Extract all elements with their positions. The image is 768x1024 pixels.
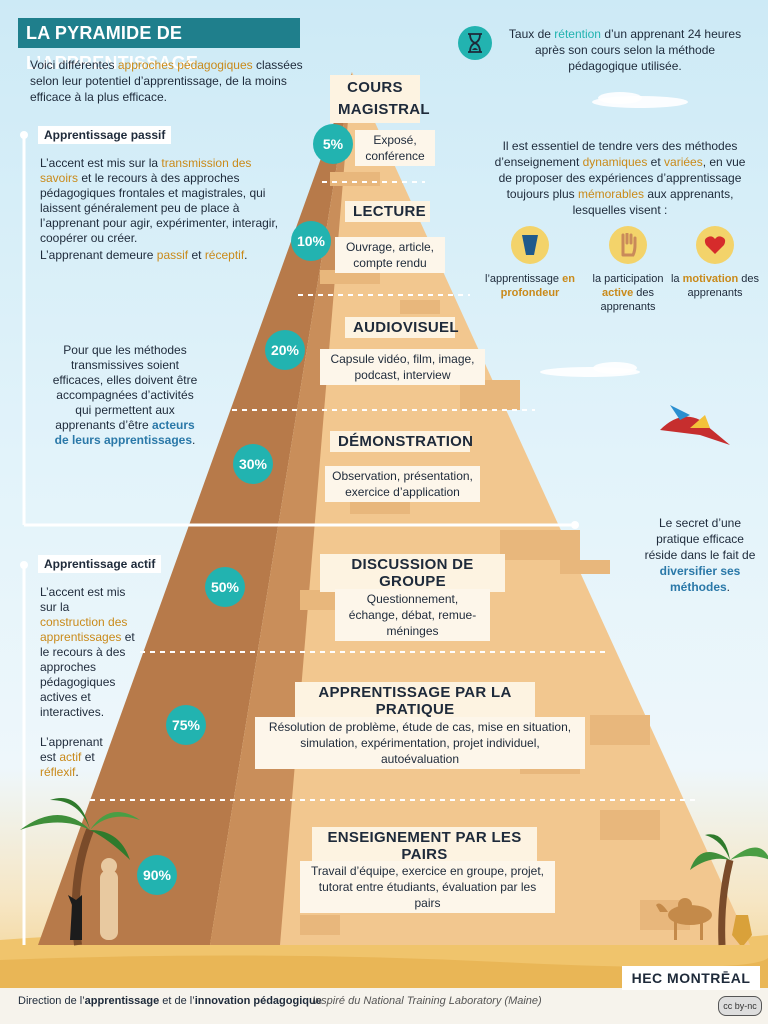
retention-badge-1: 5% bbox=[313, 124, 353, 164]
level-desc-2: Ouvrage, article, compte rendu bbox=[335, 237, 445, 273]
goal-depth: l’apprentissage en profondeur bbox=[480, 226, 580, 300]
level-desc-3: Capsule vidéo, film, image, podcast, int… bbox=[320, 349, 485, 385]
active-learner-note: L’apprenant est actif et réflexif. bbox=[40, 735, 103, 779]
goal-participation: la participation active des apprenants bbox=[578, 226, 678, 314]
level-desc-5: Questionnement, échange, débat, remue-mé… bbox=[335, 589, 490, 641]
level-desc-4: Observation, présentation, exercice d’ap… bbox=[325, 466, 480, 502]
goal-motivation: la motivation des apprenants bbox=[665, 226, 765, 300]
footer-bar bbox=[0, 988, 768, 1024]
level-title-5: DISCUSSION DE GROUPE bbox=[320, 554, 505, 592]
level-desc-6: Résolution de problème, étude de cas, mi… bbox=[255, 717, 585, 769]
cc-license-icon: cc by-nc bbox=[718, 996, 762, 1016]
level-title-1: COURS MAGISTRAL bbox=[330, 75, 430, 123]
retention-badge-3: 20% bbox=[265, 330, 305, 370]
passive-learner-note: L’apprenant demeure passif et réceptif. bbox=[40, 248, 248, 262]
level-title-7: ENSEIGNEMENT PAR LES PAIRS bbox=[312, 827, 537, 865]
raised-hand-icon bbox=[609, 226, 647, 264]
retention-badge-4: 30% bbox=[233, 444, 273, 484]
level-desc-1: Exposé, conférence bbox=[355, 130, 435, 166]
footer-department: Direction de l’apprentissage et de l’inn… bbox=[18, 995, 322, 1007]
parrot-illustration bbox=[660, 405, 730, 445]
methods-note: Pour que les méthodes transmissives soie… bbox=[52, 343, 198, 447]
level-title-4: DÉMONSTRATION bbox=[330, 431, 473, 452]
brain-icon bbox=[511, 226, 549, 264]
active-description: L’accent est mis sur la construction des… bbox=[40, 585, 135, 719]
level-desc-7: Travail d’équipe, exercice en groupe, pr… bbox=[300, 861, 555, 913]
hec-logo: HEC MONTRĒAL bbox=[622, 966, 760, 990]
level-title-3: AUDIOVISUEL bbox=[345, 317, 459, 338]
level-title-6: APPRENTISSAGE PAR LA PRATIQUE bbox=[295, 682, 535, 720]
passive-label: Apprentissage passif bbox=[38, 126, 172, 144]
retention-note: Taux de rétention d’un apprenant 24 heur… bbox=[508, 27, 742, 73]
footer-credit: Inspiré du National Training Laboratory … bbox=[312, 995, 542, 1007]
level-title-2: LECTURE bbox=[345, 201, 430, 222]
heart-icon bbox=[696, 226, 734, 264]
active-label: Apprentissage actif bbox=[38, 555, 162, 573]
secret-note: Le secret d’une pratique efficace réside… bbox=[644, 516, 756, 594]
passive-description: L’accent est mis sur la transmission des… bbox=[40, 156, 279, 245]
retention-badge-5: 50% bbox=[205, 567, 245, 607]
objectives-text: Il est essentiel de tendre vers des méth… bbox=[494, 139, 746, 217]
hourglass-icon bbox=[458, 26, 492, 60]
palm-tree-right bbox=[690, 834, 768, 946]
retention-badge-7: 90% bbox=[137, 855, 177, 895]
retention-badge-2: 10% bbox=[291, 221, 331, 261]
page-title: LA PYRAMIDE DE L’APPRENTISSAGE bbox=[18, 18, 300, 73]
retention-badge-6: 75% bbox=[166, 705, 206, 745]
intro-text: Voici différentes approches pédagogiques… bbox=[30, 58, 303, 104]
